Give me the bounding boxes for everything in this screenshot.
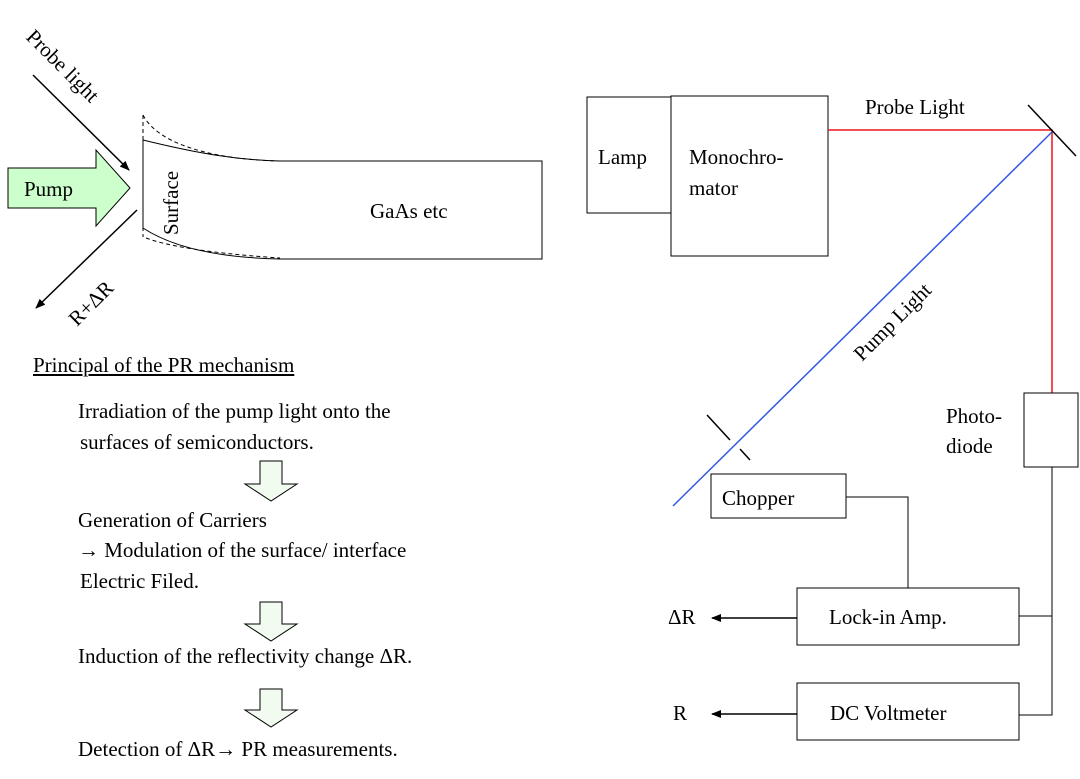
pump-beam — [672, 131, 1053, 507]
pump-arrow — [7, 148, 131, 228]
step-3-line-1: Induction of the reflectivity change ΔR. — [78, 644, 413, 668]
monochromator-label-2: mator — [689, 176, 738, 200]
reflected-arrow — [35, 209, 138, 309]
step-4-line-1: Detection of ΔR→ PR measurements. — [78, 737, 398, 761]
dc-voltmeter-box — [796, 682, 1020, 741]
step-1-line-1: Irradiation of the pump light onto the — [78, 399, 391, 423]
photodiode-wire — [1019, 467, 1053, 716]
photodiode-box — [1023, 392, 1079, 468]
probe-light-label: Probe Light — [865, 95, 965, 119]
lamp-label: Lamp — [598, 145, 647, 169]
flow-arrow-3 — [243, 688, 299, 728]
mirror — [1027, 104, 1077, 157]
lockin-box — [796, 587, 1020, 646]
setup-schematic: Lamp Monochro- mator Probe Light Pump Li… — [586, 95, 1079, 741]
chopper-lockin-wire — [846, 496, 909, 588]
photodiode-label-2: diode — [946, 434, 993, 458]
step-2-line-3: Electric Filed. — [80, 569, 199, 593]
lockin-label: Lock-in Amp. — [829, 605, 947, 629]
dc-voltmeter-label: DC Voltmeter — [830, 701, 946, 725]
chopper-label: Chopper — [722, 486, 794, 510]
photodiode-label-1: Photo- — [946, 404, 1002, 428]
chopper-box — [710, 473, 847, 519]
pump-light-label: Pump Light — [849, 278, 937, 366]
reflected-label: R+ΔR — [64, 276, 119, 331]
sample-label: GaAs etc — [370, 199, 448, 223]
step-1-line-2: surfaces of semiconductors. — [80, 430, 314, 454]
monochromator-box — [670, 95, 829, 257]
chopper-blade-lower — [739, 448, 751, 461]
probe-light-label: Probe light — [21, 25, 104, 108]
pump-label: Pump — [24, 177, 73, 201]
lamp-box — [586, 96, 672, 214]
r-output-label: R — [673, 701, 687, 725]
delta-r-output-label: ΔR — [668, 605, 696, 629]
step-2-line-2: → Modulation of the surface/ interface — [78, 538, 407, 562]
surface-label: Surface — [159, 171, 183, 235]
sample-schematic: Probe light Pump R+ΔR Surface GaAs etc — [7, 25, 543, 331]
sample-body — [142, 139, 543, 260]
mechanism-heading: Principal of the PR mechanism — [33, 353, 295, 377]
flow-arrow-2 — [243, 601, 299, 642]
probe-light-arrow — [32, 74, 130, 171]
step-2-line-1: Generation of Carriers — [78, 508, 267, 532]
flow-arrow-1 — [243, 460, 299, 502]
monochromator-label-1: Monochro- — [689, 145, 783, 169]
chopper-blade-upper — [706, 414, 731, 441]
